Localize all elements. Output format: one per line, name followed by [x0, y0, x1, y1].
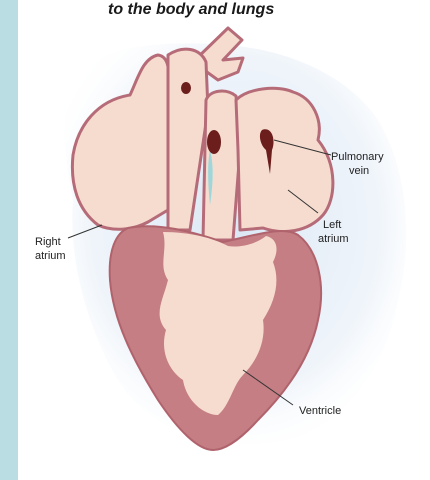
- diagram-stage: to the body and lungs: [18, 0, 430, 480]
- label-left-atrium-line2: atrium: [318, 233, 349, 245]
- pulmonary-artery-opening: [207, 130, 221, 154]
- aorta-opening: [181, 82, 191, 94]
- label-left-atrium-line1: Left: [323, 219, 341, 231]
- heart-diagram: Pulmonary vein Left atrium Right atrium …: [18, 0, 430, 480]
- label-right-atrium-line2: atrium: [35, 250, 66, 262]
- label-ventricle: Ventricle: [299, 405, 341, 417]
- label-pulmonary-vein-line1: Pulmonary: [331, 151, 384, 163]
- label-right-atrium-line1: Right: [35, 236, 61, 248]
- label-pulmonary-vein-line2: vein: [349, 165, 369, 177]
- left-side-bar: [0, 0, 18, 480]
